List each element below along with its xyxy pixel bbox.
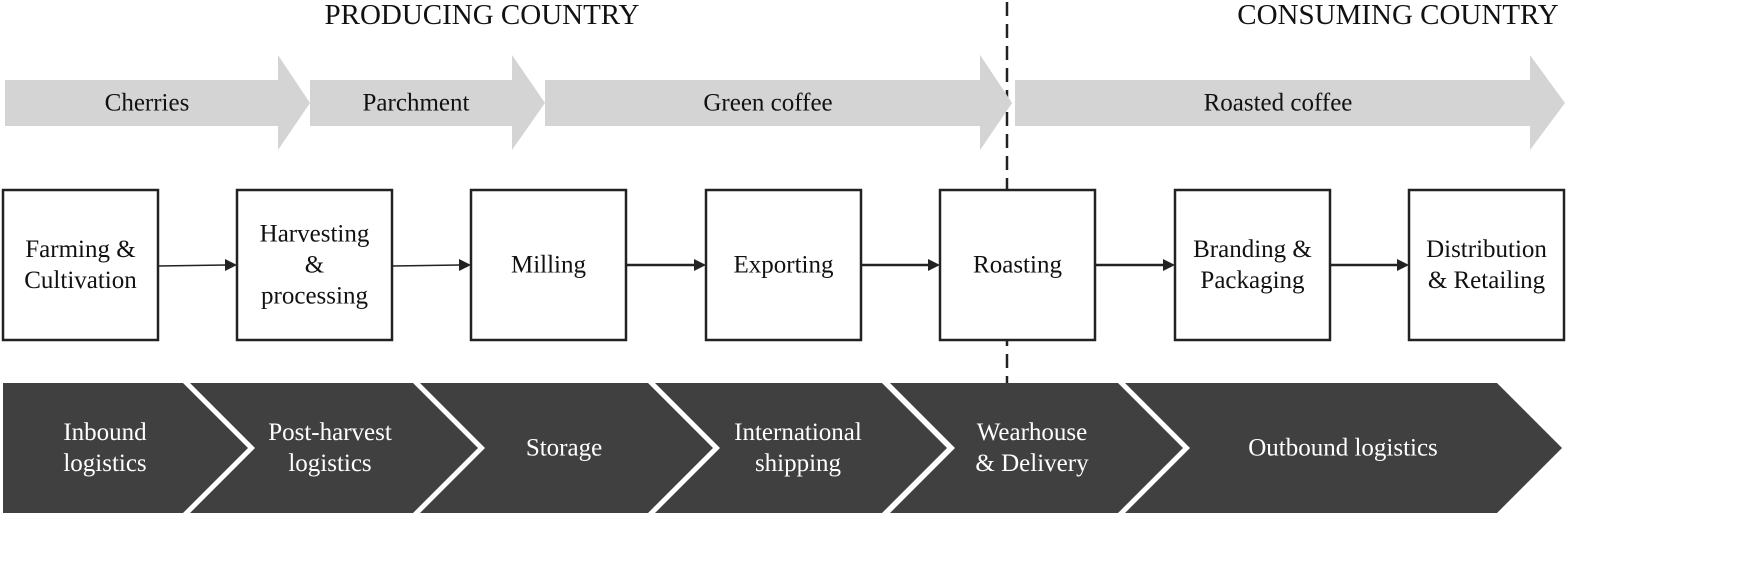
step-box-6: Distribution & Retailing: [1407, 188, 1566, 342]
step-box-frame: [938, 188, 1097, 342]
logistics-label: Outbound logistics: [1248, 435, 1438, 462]
consuming-country-title: CONSUMING COUNTRY: [1237, 0, 1559, 31]
step-label: Exporting: [734, 252, 834, 279]
step-box-2: Milling: [469, 188, 628, 342]
step-box-frame: [235, 188, 394, 342]
step-box-1: Harvesting & processing: [235, 188, 394, 342]
logistics-label: logistics: [63, 450, 146, 477]
flow-label-1: Parchment: [363, 90, 470, 117]
step-label: processing: [261, 283, 368, 310]
producing-country-title: PRODUCING COUNTRY: [324, 0, 639, 31]
logistics-label: logistics: [288, 450, 371, 477]
connector-arrowhead-0: [225, 259, 237, 271]
value-chain-steps: Farming & Cultivation Harvesting & processin…: [1, 188, 1566, 342]
connector-arrowhead-1: [459, 259, 471, 271]
connector-arrowhead-2: [694, 259, 706, 271]
logistics-chevron-5: [1125, 383, 1562, 513]
step-label: Cultivation: [24, 267, 137, 294]
logistics-label: International: [734, 419, 862, 446]
step-label: Packaging: [1200, 267, 1305, 294]
step-label: Distribution: [1426, 236, 1547, 263]
logistics-chevron-4: [890, 383, 1183, 513]
step-box-frame: [1, 188, 160, 342]
logistics-label: & Delivery: [975, 450, 1089, 477]
step-box-frame: [1407, 188, 1566, 342]
step-label: Farming &: [25, 236, 135, 263]
logistics-label: shipping: [755, 450, 842, 477]
logistics-chevron-2: [420, 383, 713, 513]
logistics-chevron-1: [190, 383, 478, 513]
flow-arrow-2: [545, 55, 1012, 150]
step-box-frame: [704, 188, 863, 342]
step-label: Branding &: [1193, 236, 1312, 263]
logistics-label: Wearhouse: [977, 419, 1087, 446]
step-label: & Retailing: [1428, 267, 1546, 294]
flow-arrow-1: [310, 55, 545, 150]
step-box-5: Branding & Packaging: [1173, 188, 1332, 342]
step-box-0: Farming & Cultivation: [1, 188, 160, 342]
connector-line-0: [157, 264, 227, 267]
step-box-3: Exporting: [704, 188, 863, 342]
connector-arrowhead-3: [928, 259, 940, 271]
connector-line-1: [391, 264, 461, 267]
step-box-frame: [1173, 188, 1332, 342]
logistics-chevron-0: [3, 383, 248, 513]
flow-arrow-0: [5, 55, 310, 150]
logistics-chevrons: Inbound logistics Post-harvest logistics Sto…: [3, 383, 1562, 513]
step-box-4: Roasting: [938, 188, 1097, 342]
flow-label-0: Cherries: [105, 90, 190, 117]
flow-label-4: Roasted coffee: [1204, 90, 1353, 117]
flow-label-2: Green coffee: [703, 90, 832, 117]
connector-arrowhead-5: [1397, 259, 1409, 271]
flow-arrow-4: [1015, 55, 1565, 150]
step-label: &: [305, 252, 324, 279]
step-label: Milling: [511, 252, 587, 279]
logistics-label: Post-harvest: [268, 419, 392, 446]
step-label: Harvesting: [260, 221, 370, 248]
connector-arrowhead-4: [1163, 259, 1175, 271]
logistics-chevron-3: [655, 383, 947, 513]
logistics-label: Inbound: [63, 419, 147, 446]
step-box-frame: [469, 188, 628, 342]
step-label: Roasting: [973, 252, 1062, 279]
product-flow-arrows: Cherries Parchment Green coffee Roasted cof…: [5, 55, 1565, 150]
logistics-label: Storage: [526, 435, 602, 462]
